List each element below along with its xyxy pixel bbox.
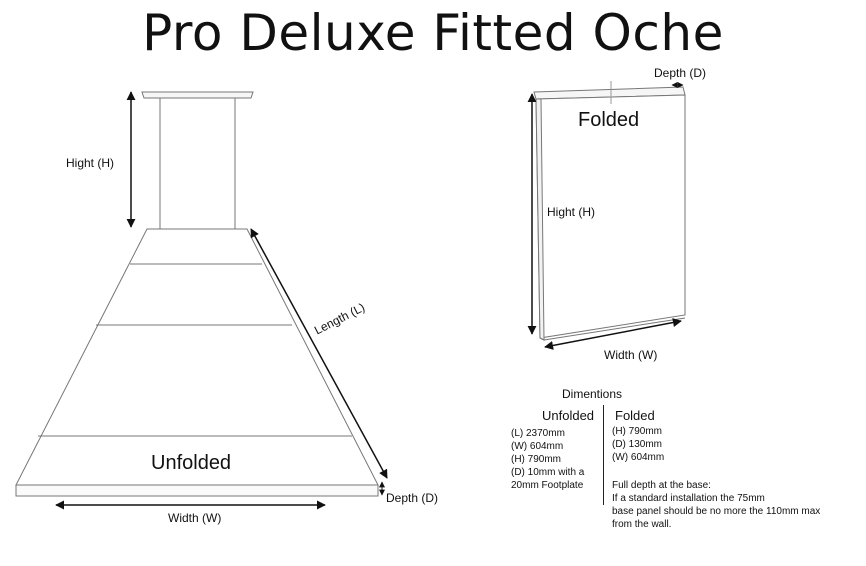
column-divider	[603, 405, 604, 505]
unfolded-width-label: Width (W)	[168, 511, 222, 525]
folded-dimension-arrows	[527, 82, 684, 350]
unfolded-depth-label: Depth (D)	[386, 491, 439, 505]
list-item: (L) 2370mm	[511, 428, 565, 439]
note-line: If a standard installation the 75mm	[612, 493, 765, 504]
folded-heading: Folded	[615, 408, 655, 423]
list-item: (W) 604mm	[511, 441, 564, 452]
note-line: base panel should be no more the 110mm m…	[612, 506, 821, 517]
folded-state-label: Folded	[578, 109, 640, 131]
unfolded-oche	[15, 91, 379, 497]
unfolded-dimensions-list: (L) 2370mm (W) 604mm (H) 790mm (D) 10mm …	[511, 427, 584, 492]
list-item: (W) 604mm	[612, 452, 665, 463]
unfolded-dimension-arrows	[55, 91, 388, 510]
folded-dimensions-list: (H) 790mm (D) 130mm (W) 604mm	[612, 425, 664, 464]
page-title: Pro Deluxe Fitted Oche	[142, 4, 724, 62]
unfolded-heading: Unfolded	[542, 408, 595, 423]
list-item: (H) 790mm	[612, 426, 663, 437]
list-item: 20mm Footplate	[511, 480, 584, 491]
installation-note: Full depth at the base: If a standard in…	[612, 479, 820, 531]
unfolded-state-label: Unfolded	[151, 452, 232, 474]
note-line: from the wall.	[612, 519, 672, 530]
folded-width-arrow	[544, 318, 682, 350]
folded-hight-label: Hight (H)	[547, 205, 596, 219]
unfolded-hight-label: Hight (H)	[66, 156, 115, 170]
list-item: (D) 130mm	[612, 439, 663, 450]
folded-depth-label: Depth (D)	[654, 66, 707, 80]
length-arrow	[250, 228, 388, 479]
list-item: (H) 790mm	[511, 454, 562, 465]
dimensions-heading: Dimentions	[562, 387, 623, 401]
folded-oche	[533, 81, 686, 341]
list-item: (D) 10mm with a	[511, 467, 585, 478]
folded-width-label: Width (W)	[604, 348, 658, 362]
note-line: Full depth at the base:	[612, 480, 711, 491]
